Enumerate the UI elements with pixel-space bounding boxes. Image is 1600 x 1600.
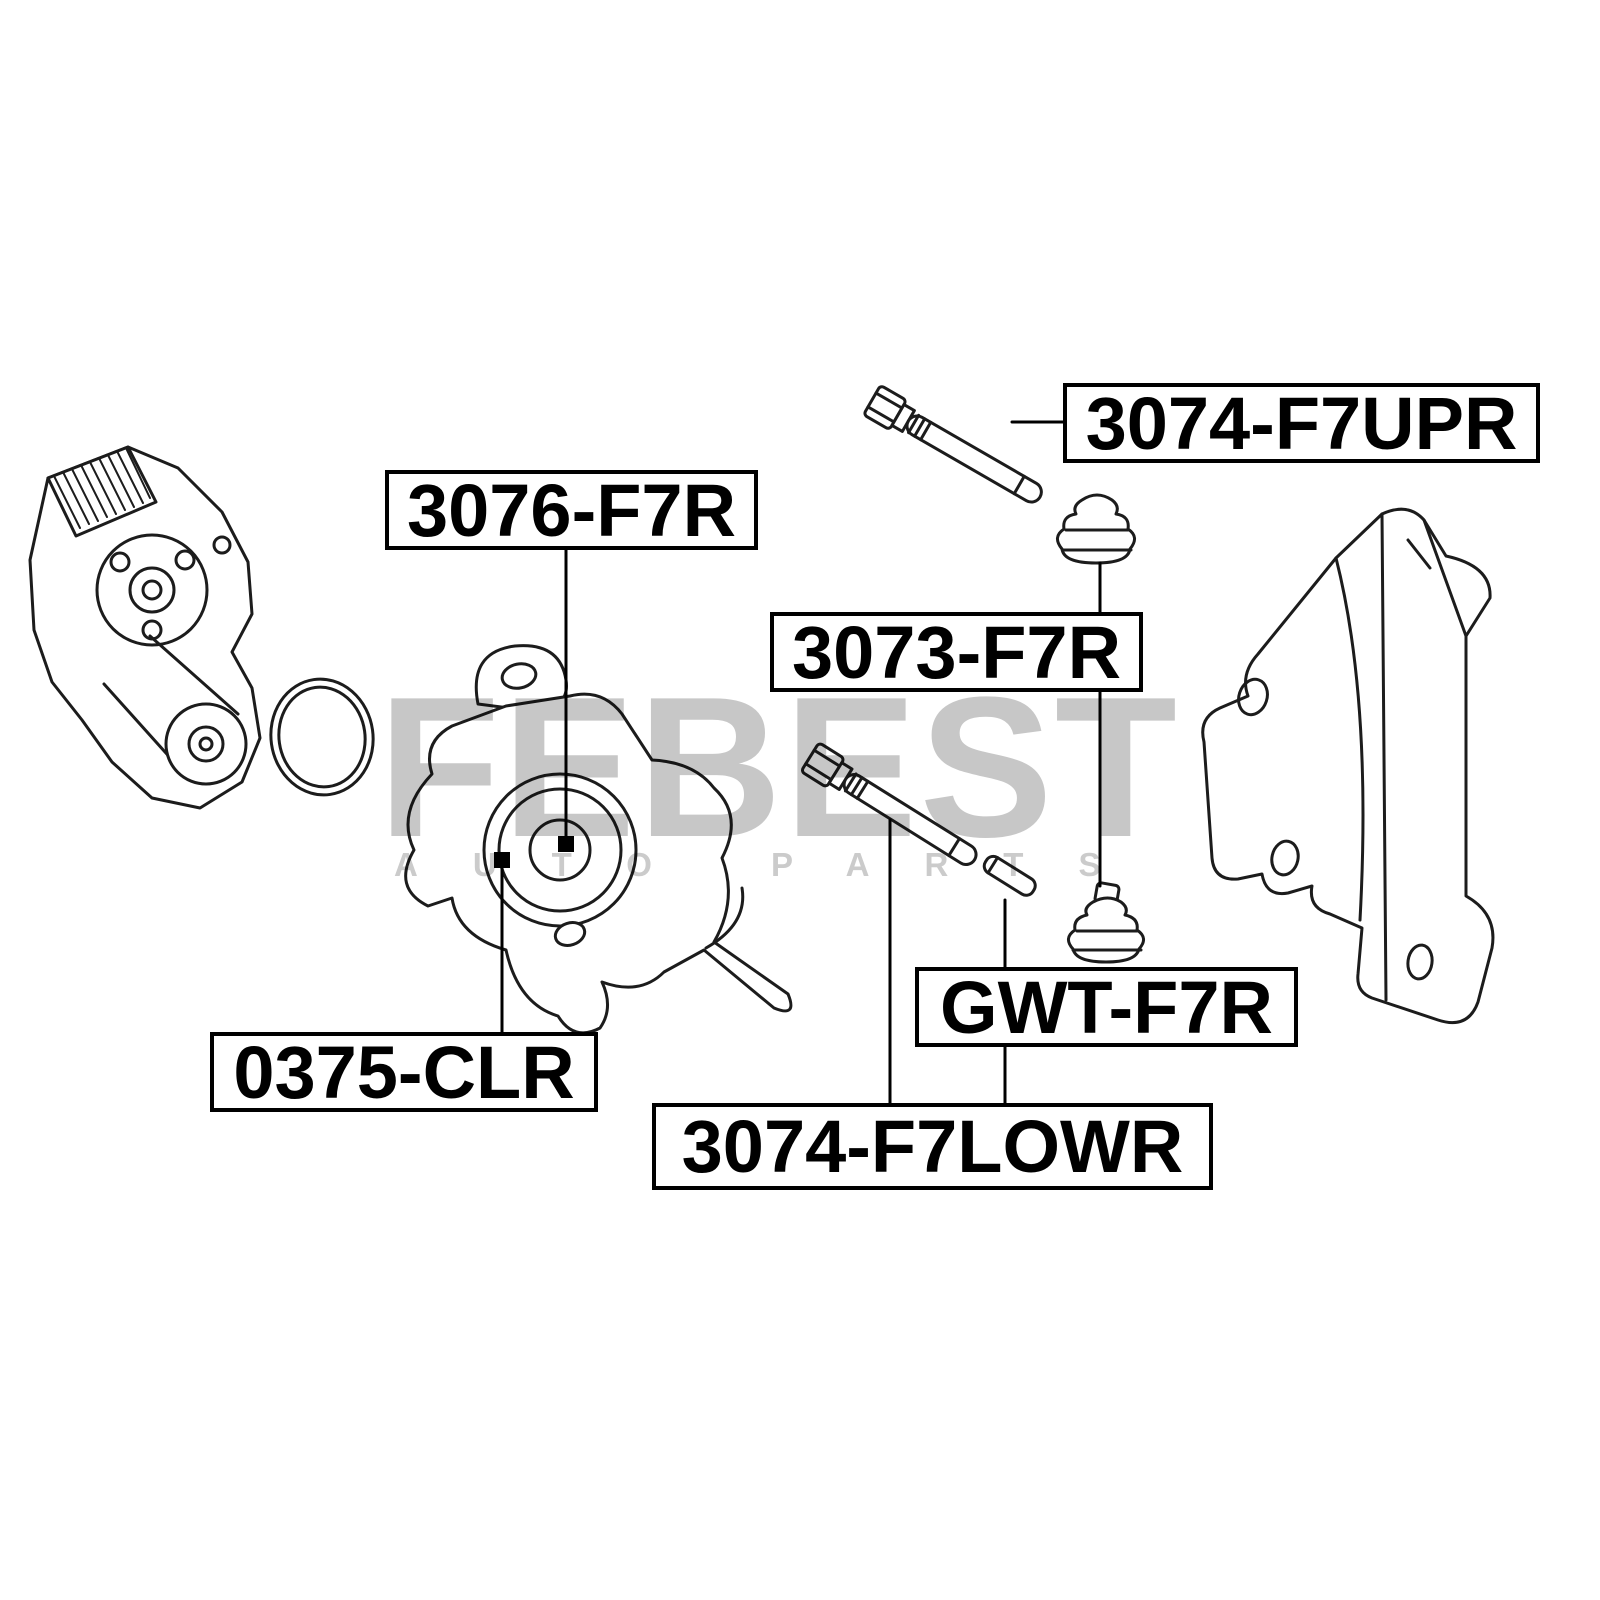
caliper-body-drawing — [404, 644, 793, 1035]
part-label-0375-clr: 0375-CLR — [210, 1031, 598, 1114]
part-label-3073-f7r: 3073-F7R — [770, 611, 1143, 694]
actuator-drawing — [28, 445, 262, 810]
caliper-bracket-drawing — [1201, 507, 1495, 1025]
guide-pin-upper-drawing — [862, 383, 1051, 514]
part-label-gwt-f7r: GWT-F7R — [915, 966, 1298, 1049]
guide-pin-lower-drawing — [799, 741, 986, 876]
part-label-3074-f7lowr: 3074-F7LOWR — [652, 1103, 1213, 1190]
sleeve-pin-drawing — [982, 854, 1037, 897]
o-ring-drawing — [269, 677, 375, 797]
leader-dots — [494, 836, 574, 868]
leader-lines — [500, 420, 1102, 1105]
part-label-3076-f7r: 3076-F7R — [385, 469, 758, 552]
upper-boot-drawing — [1056, 493, 1136, 565]
part-label-3074-f7upr: 3074-F7UPR — [1063, 382, 1540, 465]
lower-boot-drawing — [1067, 881, 1145, 964]
